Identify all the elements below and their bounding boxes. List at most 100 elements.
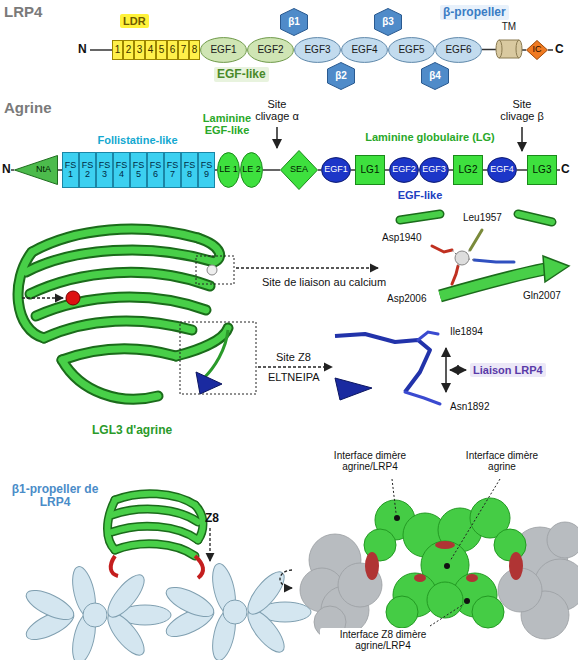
propeller-blade: β2 bbox=[327, 62, 355, 90]
residue-label: Asp2006 bbox=[387, 293, 426, 304]
node-text: EGF2 bbox=[392, 165, 416, 174]
ldr-repeat-shape bbox=[113, 41, 123, 60]
residue-label: Leu1957 bbox=[463, 212, 502, 223]
node-text-holder: β3 bbox=[374, 8, 402, 36]
backbone-line bbox=[449, 169, 453, 171]
node-text: β2 bbox=[335, 71, 347, 82]
node-text: NtA bbox=[36, 165, 51, 174]
lrp4-propeller bbox=[22, 561, 311, 660]
node-text-holder: LG2 bbox=[453, 155, 483, 185]
node-text-holder: 1 bbox=[112, 40, 123, 60]
follistatin-domain-shape bbox=[148, 153, 164, 188]
node-text-holder: FS 7 bbox=[164, 152, 181, 188]
node-text: β4 bbox=[429, 71, 441, 82]
follistatin-domain: FS 8 bbox=[181, 152, 198, 188]
follistatin-domain-shape bbox=[131, 153, 147, 188]
follistatin-domain: FS 4 bbox=[113, 152, 130, 188]
egf-domain-shape bbox=[436, 38, 482, 63]
terminus-label: N bbox=[78, 43, 87, 56]
ldr-repeat: 8 bbox=[189, 40, 200, 60]
node-text-holder: 5 bbox=[156, 40, 167, 60]
node-text-holder: TM bbox=[496, 22, 522, 62]
backbone-line bbox=[517, 169, 527, 171]
node-text: FS 8 bbox=[182, 161, 197, 180]
interface-dot bbox=[394, 515, 470, 604]
node-text-holder: IC bbox=[526, 40, 548, 60]
node-text-holder: FS 6 bbox=[147, 152, 164, 188]
z8-arrow bbox=[209, 528, 210, 561]
egf-domain: EGF4 bbox=[487, 157, 517, 183]
egf-domain-shape bbox=[201, 38, 247, 63]
node-text: LG2 bbox=[459, 165, 478, 176]
transmembrane-domain-shape bbox=[516, 40, 522, 58]
interface-label: Interface Z8 dimère agrine/LRP4 bbox=[320, 628, 446, 652]
node-text: FS 2 bbox=[80, 161, 95, 180]
ldr-repeat: 7 bbox=[178, 40, 189, 60]
nta-domain: NtA bbox=[14, 155, 58, 185]
structure-title: LGL3 d'agrine bbox=[92, 424, 172, 437]
egf-domain-shape bbox=[390, 158, 419, 183]
node-text-holder: LE 2 bbox=[240, 152, 263, 188]
follistatin-domain-shape bbox=[165, 153, 181, 188]
node-text-holder: FS 8 bbox=[181, 152, 198, 188]
z8-site-detail bbox=[335, 332, 466, 404]
agrin-lg3-complex bbox=[108, 494, 204, 578]
node-text: FS 5 bbox=[131, 161, 146, 180]
node-text-holder: β4 bbox=[421, 62, 449, 90]
follistatin-domain-shape bbox=[97, 153, 113, 188]
node-text-holder: EGF4 bbox=[487, 157, 517, 183]
node-text: FS 6 bbox=[148, 161, 163, 180]
nta-domain-shape bbox=[15, 156, 58, 185]
ldr-repeat: 2 bbox=[123, 40, 134, 60]
node-text: FS 3 bbox=[97, 161, 112, 180]
node-text-holder: 4 bbox=[145, 40, 156, 60]
node-text: 7 bbox=[181, 45, 187, 56]
cleavage-label: Site clivage β bbox=[497, 98, 547, 123]
node-text-holder: 7 bbox=[178, 40, 189, 60]
cleavage-label: Site clivage α bbox=[253, 98, 301, 123]
residue-label: Asn1892 bbox=[450, 401, 489, 412]
backbone-line bbox=[318, 169, 321, 171]
node-text-holder: LG1 bbox=[355, 155, 385, 185]
propeller-blade: β1 bbox=[280, 8, 308, 36]
egf-domain-shape bbox=[420, 158, 449, 183]
leader-line bbox=[392, 479, 500, 626]
backbone-line bbox=[58, 169, 62, 171]
node-text-holder: EGF5 bbox=[388, 37, 435, 63]
laminin-g-domain: LG3 bbox=[527, 155, 557, 185]
interface-label: Interface dimère agrine/LRP4 bbox=[318, 450, 422, 472]
backbone-line bbox=[482, 49, 496, 51]
node-text: SEA bbox=[290, 165, 308, 174]
egf-domain-shape bbox=[488, 158, 517, 183]
node-text: EGF4 bbox=[490, 165, 514, 174]
terminus-label: C bbox=[555, 43, 564, 56]
propeller-blade-shape bbox=[375, 9, 402, 36]
egf-domain-shape bbox=[389, 38, 435, 63]
node-text-holder: FS 5 bbox=[130, 152, 147, 188]
ldr-repeat-shape bbox=[168, 41, 178, 60]
node-text-holder: FS 4 bbox=[113, 152, 130, 188]
node-text: LG3 bbox=[533, 165, 552, 176]
node-text: 8 bbox=[192, 45, 198, 56]
node-text: TM bbox=[502, 22, 516, 33]
node-text-holder: LG3 bbox=[527, 155, 557, 185]
egf-domain-shape bbox=[295, 38, 341, 63]
egf-domain: EGF3 bbox=[419, 157, 449, 183]
node-text-holder: EGF2 bbox=[389, 157, 419, 183]
node-text: β1 bbox=[288, 17, 300, 28]
node-text: LE 2 bbox=[242, 165, 261, 174]
egf-domain-shape bbox=[248, 38, 294, 63]
node-text: 3 bbox=[137, 45, 143, 56]
cylinder-end bbox=[496, 40, 502, 58]
node-text: EGF3 bbox=[304, 45, 330, 56]
backbone-line bbox=[215, 169, 217, 171]
protein-name: Agrine bbox=[4, 100, 52, 117]
node-text: FS 1 bbox=[63, 161, 78, 180]
region-label: Laminine globulaire (LG) bbox=[345, 131, 515, 143]
ldr-repeat-shape bbox=[146, 41, 156, 60]
node-text-holder: FS 3 bbox=[96, 152, 113, 188]
backbone-line bbox=[483, 169, 487, 171]
node-text: EGF5 bbox=[398, 45, 424, 56]
